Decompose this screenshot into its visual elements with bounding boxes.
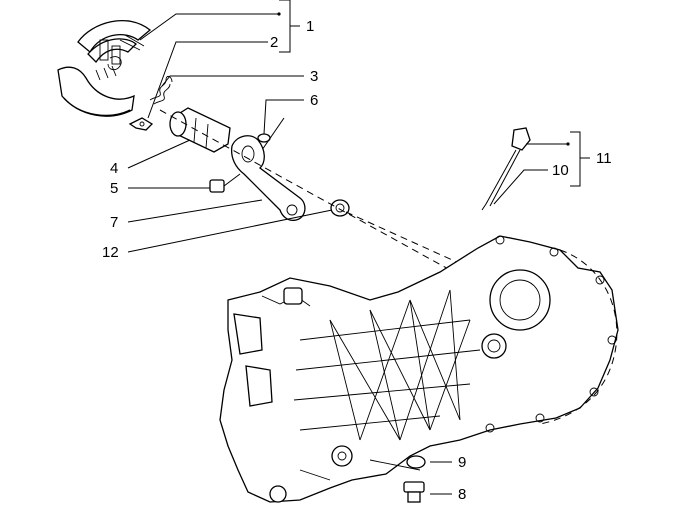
- callout-8: 8: [458, 486, 466, 503]
- return-spring: [149, 75, 173, 105]
- callout-3: 3: [310, 68, 318, 85]
- callout-5: 5: [110, 180, 118, 197]
- callout-12: 12: [102, 244, 119, 261]
- drain-plug-9: [406, 455, 426, 469]
- crankcase: [219, 235, 619, 503]
- spring-clip: [128, 117, 154, 131]
- brake-lever: [230, 135, 306, 222]
- callout-11: 11: [596, 150, 612, 167]
- bolt-5: [209, 173, 241, 193]
- seal-ring: [330, 199, 350, 217]
- brake-shoes: [57, 20, 152, 117]
- callout-9: 9: [458, 454, 466, 471]
- callout-10: 10: [552, 162, 569, 179]
- leader-lines: [127, 0, 590, 495]
- drain-plug-8: [403, 481, 425, 503]
- callout-4: 4: [110, 160, 118, 177]
- callout-1: 1: [306, 18, 314, 35]
- axis-line-cam: [159, 109, 491, 293]
- callout-2: 2: [270, 34, 278, 51]
- callout-6: 6: [310, 92, 318, 109]
- axis-line-lever: [345, 211, 471, 269]
- dipstick: [481, 127, 531, 211]
- callout-7: 7: [110, 214, 118, 231]
